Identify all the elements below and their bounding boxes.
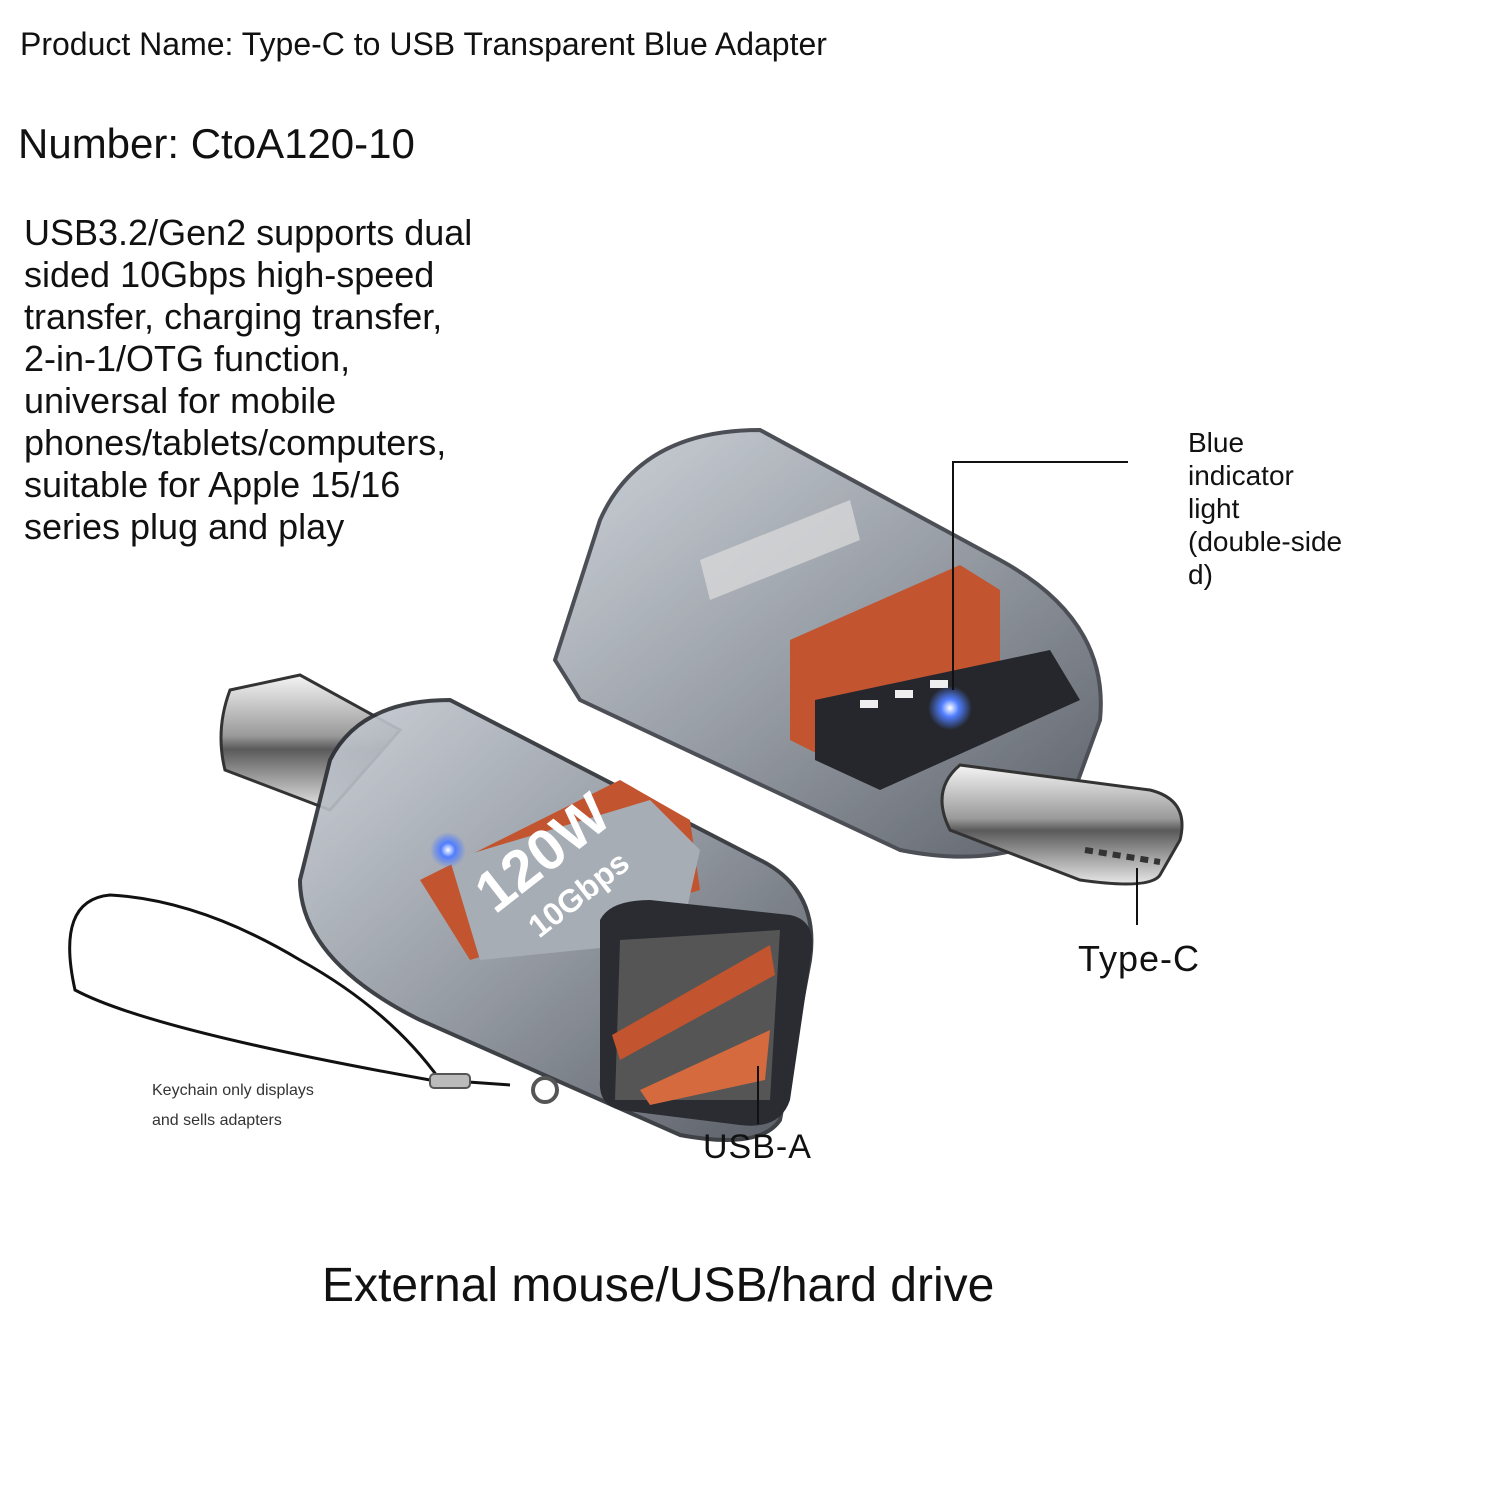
- description-line: transfer, charging transfer,: [24, 296, 443, 337]
- description-line: sided 10Gbps high-speed: [24, 254, 435, 295]
- callout-line: Blue: [1188, 427, 1245, 458]
- tagline: External mouse/USB/hard drive: [322, 1259, 995, 1312]
- callout-line: d): [1188, 559, 1213, 590]
- type-c-callout: Type-C: [1078, 938, 1201, 979]
- callout-line: light: [1188, 493, 1240, 524]
- callout-line: (double-side: [1188, 526, 1343, 557]
- description-line: USB3.2/Gen2 supports dual: [24, 212, 473, 253]
- description-line: 2-in-1/OTG function,: [24, 338, 351, 379]
- product-number: Number: CtoA120-10: [18, 120, 415, 167]
- callout-line: indicator: [1188, 460, 1294, 491]
- description-line: phones/tablets/computers,: [24, 422, 447, 463]
- usb-a-adapter-front: 120W 10Gbps: [219, 673, 814, 1142]
- keychain-clasp: [429, 1073, 471, 1089]
- keychain-note: Keychain only displays and sells adapter…: [152, 1076, 314, 1136]
- description-line: suitable for Apple 15/16: [24, 464, 401, 505]
- product-name: Product Name: Type-C to USB Transparent …: [20, 26, 827, 62]
- description-line: series plug and play: [24, 506, 345, 547]
- blue-indicator-callout: Blue indicator light (double-side d): [1188, 426, 1342, 591]
- type-c-adapter-back: [552, 427, 1184, 886]
- usb-a-callout: USB-A: [703, 1128, 812, 1166]
- product-description: USB3.2/Gen2 supports dual sided 10Gbps h…: [24, 212, 472, 548]
- keychain-lanyard: [68, 893, 511, 1087]
- callout-lines: [757, 461, 1138, 1124]
- keychain-note-line: Keychain only displays: [152, 1082, 314, 1099]
- description-line: universal for mobile: [24, 380, 337, 421]
- keychain-note-line: and sells adapters: [152, 1112, 282, 1129]
